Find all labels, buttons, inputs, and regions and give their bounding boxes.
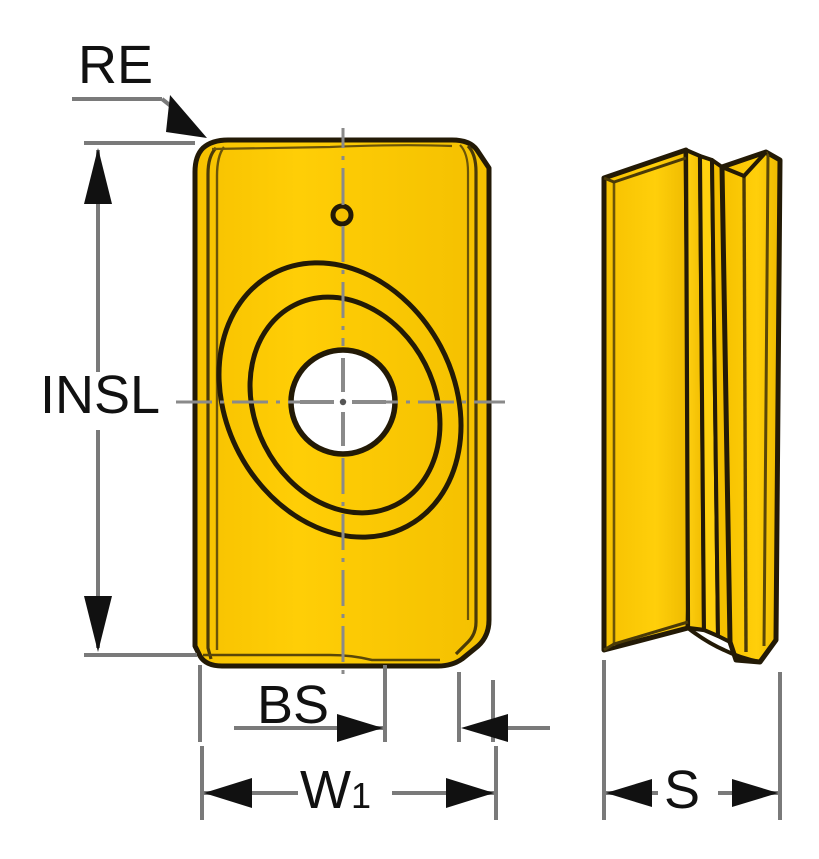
bs-arrowhead-right xyxy=(337,714,383,742)
insert-side-right-ridge xyxy=(742,175,748,653)
dimension-label-re: RE xyxy=(78,35,154,95)
chipbreaker-outer-ellipse xyxy=(216,260,464,540)
insert-front-left-land-edge xyxy=(206,146,218,660)
insl-dimension xyxy=(84,141,197,657)
insert-front-top-land-edge xyxy=(211,144,453,151)
dimension-label-w1-main: W xyxy=(300,760,351,820)
insert-side-left-face xyxy=(601,147,693,653)
s-arrowhead-right xyxy=(732,779,778,807)
dimension-label-w1: W1 xyxy=(300,763,371,817)
insert-front-right-land-edge xyxy=(454,144,478,656)
dimension-label-insl: INSL xyxy=(40,365,161,425)
locating-dimple-icon xyxy=(330,203,354,227)
insert-side-top-bevel xyxy=(721,150,768,179)
hole-center-cross xyxy=(300,358,386,446)
side-view-group xyxy=(601,147,783,665)
front-view-group xyxy=(176,128,505,674)
insert-side-left-bottom-bevel xyxy=(603,620,689,652)
insert-side-bottom-curve xyxy=(686,626,761,664)
chipbreaker-contours xyxy=(216,260,464,540)
dimension-label-w1-subscript: 1 xyxy=(350,775,371,816)
w1-arrowhead-left xyxy=(204,778,252,808)
insert-front-right-land-edge-2 xyxy=(459,144,470,620)
insert-side-left-top-bevel xyxy=(603,156,687,184)
dimension-label-s: S xyxy=(664,760,701,820)
w1-dimension xyxy=(200,746,498,820)
s-arrowhead-left xyxy=(606,779,652,807)
insert-front-bottom-land-edge xyxy=(203,653,440,662)
w1-arrowhead-right xyxy=(446,778,494,808)
bs-dimension xyxy=(198,665,387,742)
hole-center-dot xyxy=(339,398,347,406)
re-dimension xyxy=(72,95,207,138)
insl-arrowhead-bottom xyxy=(84,596,112,652)
corner-offset-dimension xyxy=(457,672,550,742)
s-dimension xyxy=(602,660,782,820)
re-leader-arrowhead xyxy=(166,95,207,138)
insert-side-right-face xyxy=(719,149,783,665)
corner-offset-arrowhead-left xyxy=(461,714,508,742)
chipbreaker-inner-ellipse xyxy=(247,294,443,516)
dimension-label-bs: BS xyxy=(257,675,330,735)
insl-arrowhead-top xyxy=(84,148,112,204)
